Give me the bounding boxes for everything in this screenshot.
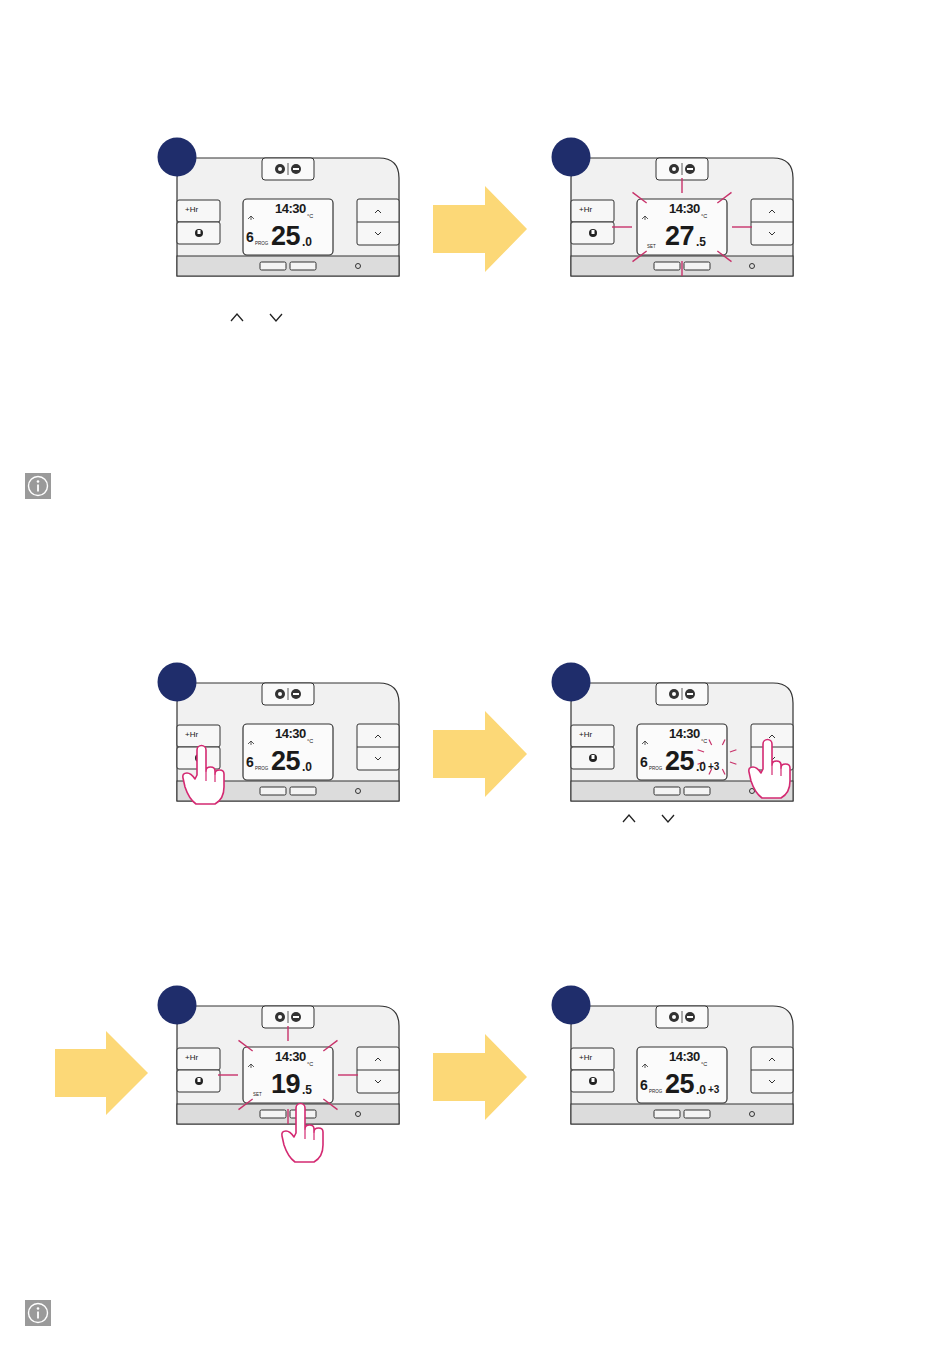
display-text: 6 xyxy=(246,230,254,244)
info-icon xyxy=(25,473,51,499)
display-text: .0 xyxy=(696,761,706,773)
thermostat-device: +Hr 14:30°C SET 27.5 xyxy=(571,158,793,276)
flow-arrow xyxy=(433,1034,527,1120)
display-text: 6 xyxy=(640,755,648,769)
up-chevron-icon xyxy=(231,314,243,321)
down-chevron-icon xyxy=(270,314,282,321)
display-text: °C xyxy=(307,214,313,220)
display-text: +Hr xyxy=(185,731,198,739)
flow-arrow xyxy=(55,1031,148,1115)
down-chevron-icon xyxy=(662,815,674,822)
display-text: 25 xyxy=(665,1071,694,1098)
display-text: 14:30 xyxy=(275,727,306,740)
display-text: 27 xyxy=(665,223,694,250)
thermostat-device: +Hr 14:30°C 6PROG25.0+3 xyxy=(571,1006,793,1124)
display-text: 19 xyxy=(271,1071,300,1098)
display-text: +Hr xyxy=(185,1054,198,1062)
display-text: .5 xyxy=(302,1084,312,1096)
thermostat-device: +Hr 14:30°C 6PROG25.0+3 xyxy=(571,683,793,801)
display-text: 25 xyxy=(271,748,300,775)
up-chevron-icon xyxy=(623,815,635,822)
display-text: PROG xyxy=(649,1090,662,1095)
display-text: .0 xyxy=(696,1084,706,1096)
display-text: 25 xyxy=(271,223,300,250)
display-text: +3 xyxy=(708,762,719,772)
flow-arrow xyxy=(433,711,527,797)
display-text: 14:30 xyxy=(669,727,700,740)
display-text: PROG xyxy=(649,767,662,772)
display-text: SET xyxy=(253,1093,262,1098)
display-text: .5 xyxy=(696,236,706,248)
display-text: 14:30 xyxy=(275,1050,306,1063)
thermostat-outline xyxy=(571,683,793,801)
display-text: SET xyxy=(647,245,656,250)
display-text: .0 xyxy=(302,761,312,773)
display-text: +Hr xyxy=(579,206,592,214)
display-text: °C xyxy=(701,1062,707,1068)
display-text: °C xyxy=(307,739,313,745)
display-text: 14:30 xyxy=(275,202,306,215)
display-text: +Hr xyxy=(579,1054,592,1062)
display-text: 14:30 xyxy=(669,1050,700,1063)
display-text: 14:30 xyxy=(669,202,700,215)
thermostat-outline xyxy=(177,683,399,801)
display-text: +Hr xyxy=(185,206,198,214)
thermostat-device: +Hr 14:30°C 6PROG25.0 xyxy=(177,683,399,801)
thermostat-device: +Hr 14:30°C SET 19.5 xyxy=(177,1006,399,1124)
flow-arrow xyxy=(433,186,527,272)
display-text: +3 xyxy=(708,1085,719,1095)
display-text: °C xyxy=(701,739,707,745)
thermostat-outline xyxy=(571,1006,793,1124)
info-icon xyxy=(25,1300,51,1326)
thermostat-outline xyxy=(177,158,399,276)
thermostat-outline xyxy=(177,1006,399,1124)
thermostat-outline xyxy=(571,158,793,276)
display-text: 25 xyxy=(665,748,694,775)
display-text: PROG xyxy=(255,767,268,772)
display-text: °C xyxy=(701,214,707,220)
display-text: °C xyxy=(307,1062,313,1068)
thermostat-device: +Hr 14:30°C 6PROG25.0 xyxy=(177,158,399,276)
display-text: 6 xyxy=(246,755,254,769)
display-text: PROG xyxy=(255,242,268,247)
display-text: 6 xyxy=(640,1078,648,1092)
display-text: +Hr xyxy=(579,731,592,739)
display-text: .0 xyxy=(302,236,312,248)
